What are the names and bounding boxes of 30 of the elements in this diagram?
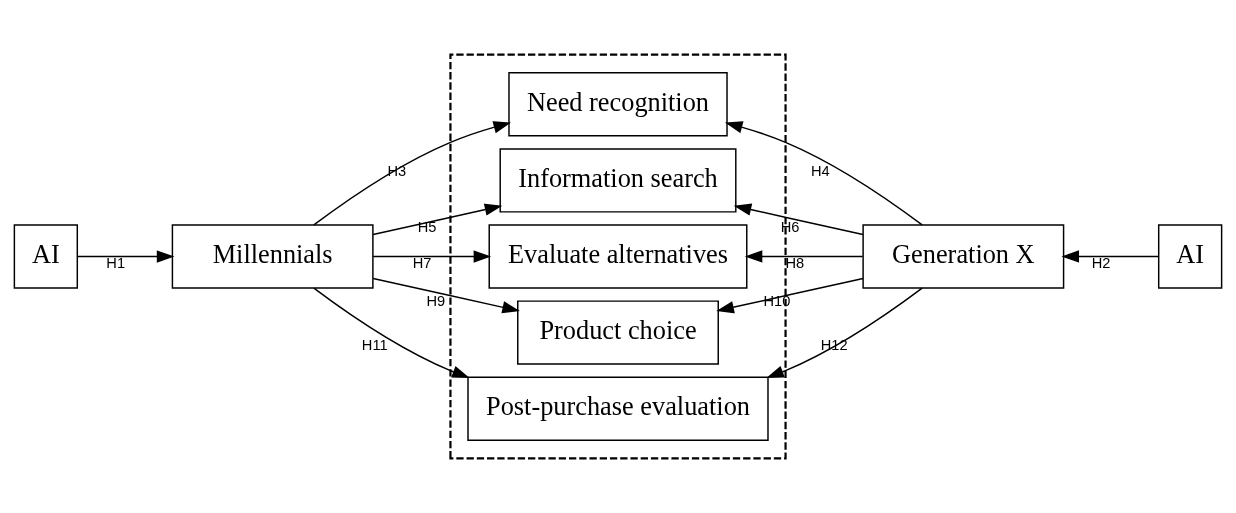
arrow [313,287,470,379]
edge-label: H7 [412,255,432,272]
node-box: AI [1157,224,1223,289]
node-box: Millennials [171,224,374,289]
edge-label: H2 [1091,255,1111,272]
node-box: AI [13,224,79,289]
node-box: Post-purchase evaluation [467,376,769,441]
arrow [766,287,923,379]
arrow [372,203,503,236]
arrow [313,121,512,226]
edge-label: H8 [785,255,805,272]
edge-label: H5 [417,219,437,236]
arrow [76,250,175,263]
edge-label: H9 [426,293,446,310]
arrow [724,121,923,226]
edge-label: H4 [810,162,830,179]
arrow [744,250,864,263]
arrow [1061,250,1159,263]
arrow [372,277,520,314]
edge-label: H1 [106,255,126,272]
arrow [716,277,864,314]
node-box: Product choice [517,300,719,365]
node-box: Generation X [862,224,1065,289]
node-box: Evaluate alternatives [488,224,748,289]
arrow [733,203,864,236]
node-box: Information search [499,148,737,213]
edge-label: H6 [780,219,800,236]
node-box: Need recognition [508,72,728,137]
arrow [372,250,492,263]
edge-label: H11 [361,336,388,353]
